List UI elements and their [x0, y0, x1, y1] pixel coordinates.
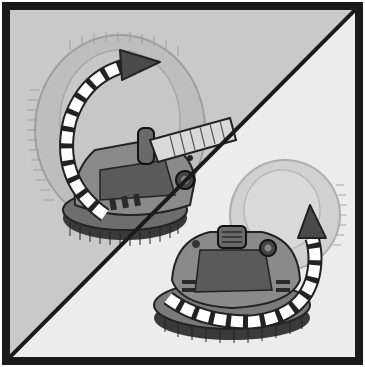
instruction-illustration: [0, 0, 365, 367]
